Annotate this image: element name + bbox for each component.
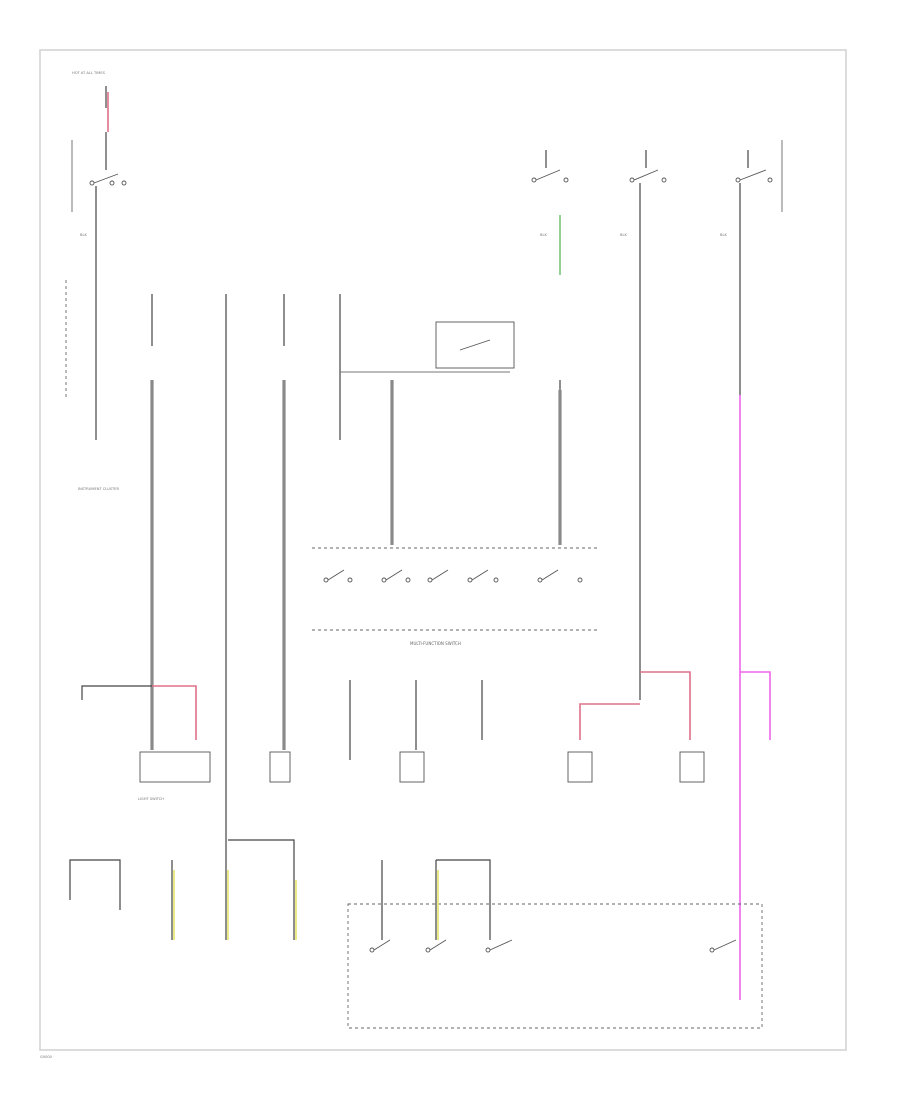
- power-source-top-left: HOT AT ALL TIMES BLK: [65, 71, 127, 440]
- instrument-cluster-label: INSTRUMENT CLUSTER: [78, 487, 119, 491]
- svg-text:BLK: BLK: [620, 233, 627, 237]
- page-ref: G0000: [40, 1055, 53, 1059]
- multi-function-switch: MULTI-FUNCTION SWITCH: [312, 547, 600, 646]
- multi-function-switch-label: MULTI-FUNCTION SWITCH: [410, 641, 461, 646]
- svg-text:BLK: BLK: [80, 233, 87, 237]
- switch-top-left: [89, 173, 127, 186]
- wire-red-left: [152, 685, 197, 740]
- fuse-column-group: INSTRUMENT CLUSTER: [78, 294, 562, 940]
- wire-pink-lower: [740, 671, 771, 740]
- bottom-row-components: [69, 839, 763, 1029]
- source-label: HOT AT ALL TIMES: [72, 71, 106, 75]
- light-switch-box: [139, 751, 211, 783]
- wire-red-right: [579, 703, 640, 740]
- switch-group-top-right: BLK BLK BLK: [531, 140, 783, 1000]
- relay-box: [435, 321, 515, 369]
- svg-text:BLK: BLK: [720, 233, 727, 237]
- diagram-frame: [39, 49, 847, 1051]
- wire-red-right-2: [640, 671, 691, 740]
- svg-text:BLK: BLK: [540, 233, 547, 237]
- light-switch-label: LIGHT SWITCH: [138, 797, 164, 801]
- bottom-dashed-box: [347, 903, 763, 1029]
- lower-middle-components: LIGHT SWITCH: [81, 671, 771, 801]
